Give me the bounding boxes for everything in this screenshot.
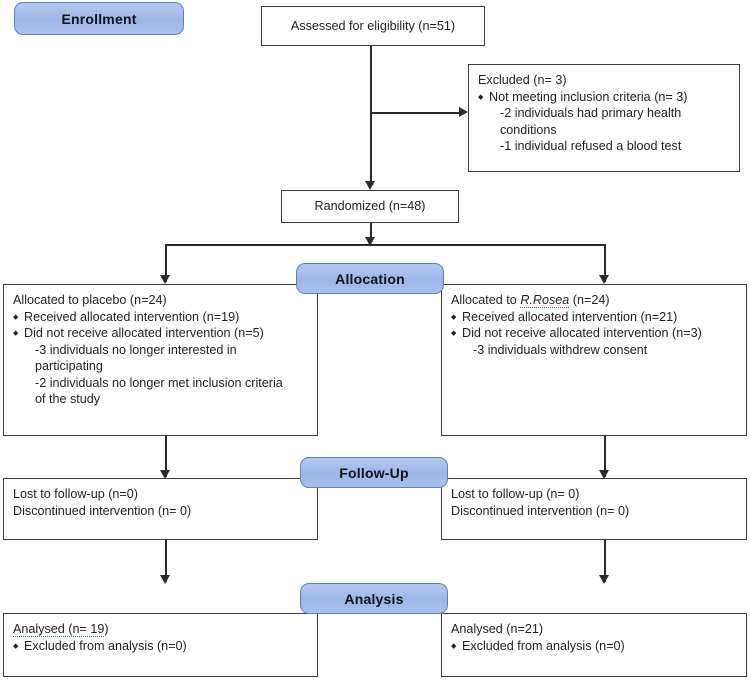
alloc-left-sub-1b: participating <box>35 359 103 373</box>
arrowhead-randomized-split <box>365 237 375 246</box>
connector-split-left <box>165 244 167 282</box>
connector-randomized-down <box>370 223 372 243</box>
node-allocation-placebo: Allocated to placebo (n=24) Received all… <box>3 284 318 436</box>
node-followup-placebo: Lost to follow-up (n=0) Discontinued int… <box>3 478 318 540</box>
excluded-sub-2: -1 individual refused a blood test <box>500 139 682 153</box>
analysis-right-line-1: Analysed (n=21) <box>451 622 544 636</box>
alloc-left-title: Allocated to placebo (n=24) <box>13 293 167 307</box>
analysis-left-bullet-1: Excluded from analysis (n=0) <box>13 638 309 655</box>
node-randomized: Randomized (n=48) <box>281 190 459 223</box>
connector-assessed-to-excluded <box>370 112 464 114</box>
excluded-sub-1: -2 individuals had primary health <box>500 106 682 120</box>
excluded-title: Excluded (n= 3) <box>478 73 567 87</box>
connector-followup-right-to-analysis <box>604 540 606 582</box>
alloc-left-sub-2b: of the study <box>35 392 101 406</box>
alloc-left-bullet-2: Did not receive allocated intervention (… <box>13 325 309 342</box>
alloc-right-title: Allocated to R.Rosea (n=24) <box>451 292 738 309</box>
connector-alloc-right-to-followup <box>604 436 606 477</box>
connector-assessed-to-randomized <box>370 46 372 186</box>
node-analysis-placebo: Analysed (n= 19) Excluded from analysis … <box>3 613 318 677</box>
connector-alloc-left-to-followup <box>165 436 167 477</box>
node-excluded: Excluded (n= 3) Not meeting inclusion cr… <box>468 64 740 172</box>
arrowhead-into-followup-right <box>599 470 609 479</box>
arrowhead-into-analysis-right <box>599 575 609 584</box>
node-allocation-rrosea: Allocated to R.Rosea (n=24) Received all… <box>441 284 747 436</box>
arrowhead-into-followup-left <box>160 470 170 479</box>
node-analysis-rrosea: Analysed (n=21) Excluded from analysis (… <box>441 613 747 677</box>
stage-label-allocation: Allocation <box>296 263 444 294</box>
stage-label-analysis: Analysis <box>300 583 448 614</box>
followup-right-line-2: Discontinued intervention (n= 0) <box>451 503 630 518</box>
node-followup-rrosea: Lost to follow-up (n= 0) Discontinued in… <box>441 478 747 540</box>
excluded-bullet-1: Not meeting inclusion criteria (n= 3) <box>478 89 731 106</box>
node-assessed-for-eligibility: Assessed for eligibility (n=51) <box>261 6 485 46</box>
alloc-left-sub-2: -2 individuals no longer met inclusion c… <box>35 375 283 390</box>
split-bar-allocation <box>165 244 606 246</box>
followup-right-line-1: Lost to follow-up (n= 0) <box>451 487 580 501</box>
followup-left-line-2: Discontinued intervention (n= 0) <box>13 503 192 518</box>
arrowhead-into-alloc-left <box>160 275 170 284</box>
followup-left-line-1: Lost to follow-up (n=0) <box>13 487 138 501</box>
stage-label-followup-text: Follow-Up <box>339 464 409 481</box>
alloc-right-title-species: R.Rosea <box>520 293 570 308</box>
stage-label-enrollment: Enrollment <box>14 2 184 35</box>
randomized-text: Randomized (n=48) <box>314 199 426 214</box>
alloc-right-bullet-2: Did not receive allocated intervention (… <box>451 325 738 342</box>
arrowhead-into-analysis-left <box>160 575 170 584</box>
alloc-right-bullet-1: Received allocated intervention (n=21) <box>451 309 738 326</box>
assessed-text: Assessed for eligibility (n=51) <box>290 18 456 33</box>
analysis-left-line-1: Analysed (n= 19) <box>13 621 309 638</box>
analysis-left-count: Analysed (n= 19 <box>13 622 105 637</box>
connector-followup-left-to-analysis <box>165 540 167 582</box>
arrowhead-into-alloc-right <box>599 275 609 284</box>
excluded-sub-1b: conditions <box>500 122 557 137</box>
alloc-left-bullet-1: Received allocated intervention (n=19) <box>13 309 309 326</box>
alloc-left-sub-1: -3 individuals no longer interested in <box>35 342 237 357</box>
stage-label-followup: Follow-Up <box>300 457 448 488</box>
stage-label-enrollment-text: Enrollment <box>61 10 137 27</box>
alloc-right-sub-1: -3 individuals withdrew consent <box>473 342 648 357</box>
alloc-right-title-prefix: Allocated to <box>451 293 521 307</box>
analysis-left-suffix: ) <box>104 622 109 636</box>
alloc-right-title-suffix: (n=24) <box>569 293 610 307</box>
arrowhead-into-excluded <box>459 107 468 117</box>
arrowhead-into-randomized <box>365 181 375 190</box>
stage-label-allocation-text: Allocation <box>335 270 405 287</box>
connector-split-right <box>604 244 606 282</box>
stage-label-analysis-text: Analysis <box>344 590 404 607</box>
analysis-right-bullet-1: Excluded from analysis (n=0) <box>451 638 738 655</box>
